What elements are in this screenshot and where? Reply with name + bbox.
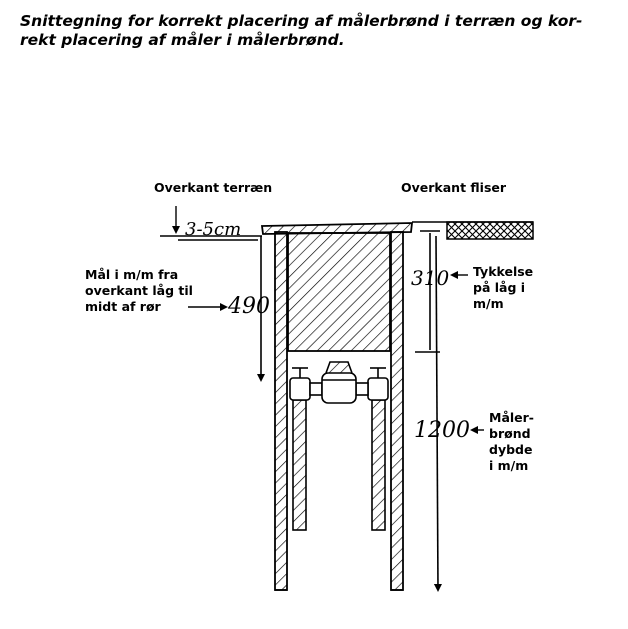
water-meter [289, 361, 389, 404]
paving-tiles [446, 221, 534, 240]
label-maal-line-3: midt af rør [85, 299, 161, 314]
dimension-1200: 1200 [414, 418, 470, 443]
label-maalerbroend-line-4: i m/m [489, 458, 529, 473]
label-tykkelse-line-1: Tykkelse [473, 264, 534, 279]
label-tykkelse-line-2: på låg i [473, 280, 526, 295]
label-maalerbroend-line-2: brønd [489, 426, 531, 441]
title-line-2: rekt placering af måler i målerbrønd. [20, 31, 345, 49]
dimension-310: 310 [411, 266, 450, 290]
dimension-490: 490 [228, 294, 270, 319]
label-tykkelse-line-3: m/m [473, 296, 504, 311]
pipe-right [371, 399, 386, 531]
label-overkant-fliser: Overkant fliser [401, 180, 507, 195]
label-overkant-terraen: Overkant terræn [154, 180, 273, 195]
title-line-1: Snittegning for korrekt placering af mål… [20, 12, 583, 30]
pipe-left [292, 399, 307, 531]
label-maal-line-2: overkant låg til [85, 283, 193, 298]
well-wall-right [390, 231, 404, 591]
label-maal-line-1: Mål i m/m fra [85, 267, 179, 282]
label-maalerbroend-line-3: dybde [489, 442, 533, 457]
lid-rim [260, 222, 414, 235]
label-maalerbroend-line-1: Måler- [489, 410, 534, 425]
dim-1200-line [433, 235, 442, 592]
lid-body [287, 232, 391, 352]
dimension-3-5cm: 3-5cm [185, 219, 242, 240]
well-wall-left [274, 231, 288, 591]
diagram-title: Snittegning for korrekt placering af mål… [20, 12, 620, 50]
